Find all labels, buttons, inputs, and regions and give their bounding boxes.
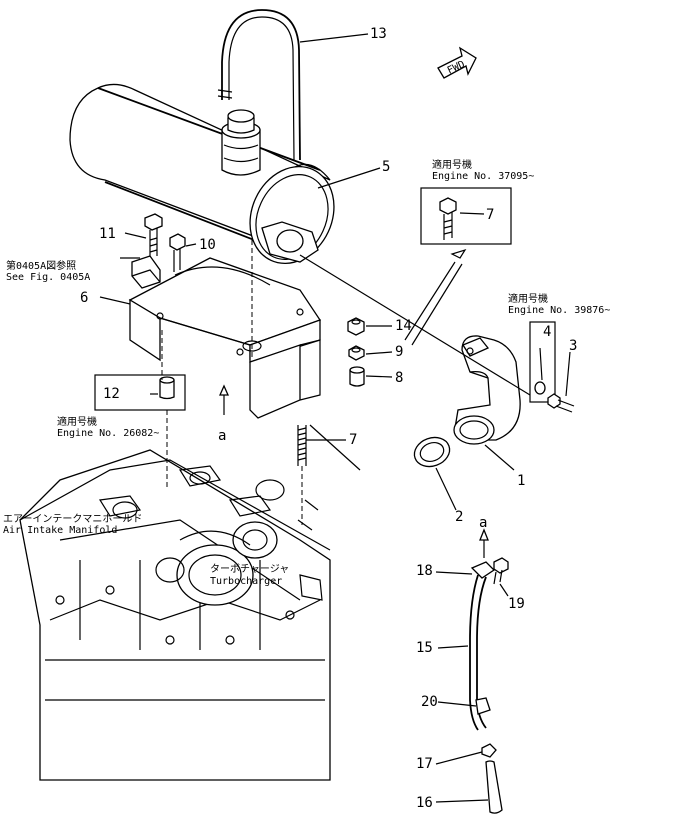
callout-12: 12 [103, 386, 120, 402]
fwd-arrow-icon: FWD [437, 46, 477, 79]
callout-2: 2 [455, 509, 463, 525]
tube-clamp-18 [470, 561, 496, 579]
note-see-fig-jp: 第0405A図参照 [6, 259, 76, 272]
callout-13: 13 [370, 26, 387, 42]
callout-14: 14 [395, 318, 412, 334]
muffler [69, 83, 335, 265]
callout-15: 15 [416, 640, 433, 656]
callout-9: 9 [395, 344, 403, 360]
gasket-ring [413, 436, 451, 468]
muffler-bracket [128, 257, 322, 419]
note-39876-jp: 適用号機 [508, 292, 548, 305]
spacer-8 [349, 366, 365, 387]
callout-10: 10 [199, 237, 216, 253]
callout-4: 4 [543, 324, 551, 340]
callout-17: 17 [416, 756, 433, 772]
bolt-10 [169, 233, 186, 272]
callout-11: 11 [99, 226, 116, 242]
ref-a-arrowhead-1 [218, 384, 230, 396]
note-turbo-jp: ターボチャージャ [210, 563, 289, 575]
bolt-11 [144, 213, 163, 258]
exhaust-elbow [453, 335, 521, 445]
callout-7: 7 [349, 432, 357, 448]
note-26082-jp: 適用号機 [57, 415, 97, 428]
callout-6: 6 [80, 290, 88, 306]
nut-14 [347, 317, 365, 336]
inset-box-39876 [529, 321, 556, 403]
washer-9 [348, 345, 365, 361]
note-air-intake: Air Intake Manifold [3, 525, 117, 536]
ref-a-label-2: a [479, 515, 487, 531]
callout-7-inset: 7 [486, 207, 494, 223]
note-turbo: Turbocharger [210, 576, 282, 587]
ref-a-arrowhead-2 [479, 528, 489, 541]
note-37095-jp: 適用号機 [432, 158, 472, 171]
inset-arrow [404, 248, 467, 341]
inset-box-12 [94, 374, 186, 411]
u-bolt-strap [217, 9, 301, 161]
note-air-intake-jp: エアーインテークマニホールド [3, 513, 142, 525]
callout-1: 1 [517, 473, 525, 489]
note-37095: Engine No. 37095~ [432, 171, 534, 182]
inset-box-37095 [420, 187, 512, 245]
ref-a-label-1: a [218, 428, 226, 444]
callout-5: 5 [382, 159, 390, 175]
note-39876: Engine No. 39876~ [508, 305, 610, 316]
inset-arrow-edge [411, 263, 463, 346]
washer-4 [534, 381, 546, 395]
hose-clamp-17 [481, 743, 497, 758]
engine-block [19, 449, 331, 781]
callout-16: 16 [416, 795, 433, 811]
callout-20: 20 [421, 694, 438, 710]
bolt-7-inset [439, 197, 457, 240]
note-26082: Engine No. 26082~ [57, 428, 159, 439]
centre-line [299, 254, 531, 396]
leader-lines [99, 33, 571, 803]
callout-18: 18 [416, 563, 433, 579]
stud-7 [297, 425, 307, 466]
bolt-19 [493, 557, 509, 585]
spacer-12 [159, 376, 175, 400]
drain-hose-16 [485, 760, 503, 814]
callout-3: 3 [569, 338, 577, 354]
callout-19: 19 [508, 596, 525, 612]
bolt-3 [547, 393, 575, 413]
note-see-fig: See Fig. 0405A [6, 272, 90, 283]
drain-tube [469, 574, 491, 731]
callout-8: 8 [395, 370, 403, 386]
mount-clip [131, 255, 161, 289]
